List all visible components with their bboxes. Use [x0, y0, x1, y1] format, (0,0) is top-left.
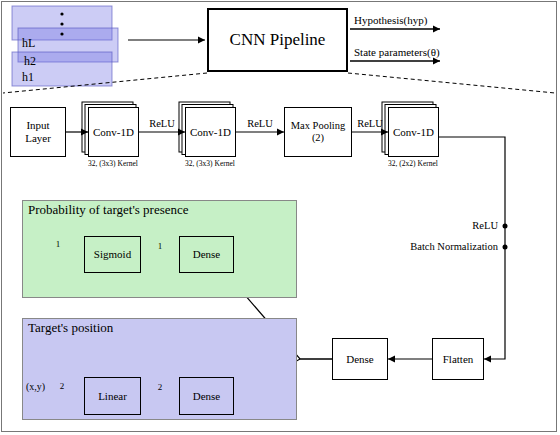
edge-label: 1: [158, 242, 163, 252]
operation-label: ReLU: [472, 220, 498, 232]
conv-layer-box: Conv-1D: [88, 107, 139, 157]
dimension-label: 2: [60, 382, 65, 392]
activation-box: Linear: [84, 377, 141, 415]
connector: [236, 131, 284, 132]
connector: [66, 131, 88, 132]
node-label: Sigmoid: [94, 248, 131, 261]
dimension-label: (x,y): [26, 381, 45, 392]
pipeline-box: CNN Pipeline: [207, 8, 348, 72]
edge-label: ReLU: [357, 118, 383, 130]
layer-box: Flatten: [432, 338, 484, 380]
output-panel: Target's positionLinear Dense: [22, 318, 297, 420]
output-label: Hypothesis(hyp): [354, 14, 427, 26]
layer-label: h1: [22, 71, 34, 84]
node-label: Input Layer: [13, 119, 63, 144]
node-label: Max Pooling (2): [287, 120, 349, 144]
layer-label: hL: [22, 37, 35, 50]
operation-label: Batch Normalization: [410, 241, 498, 253]
connector: [139, 131, 185, 132]
node-label: CNN Pipeline: [230, 30, 326, 50]
dense-box: Dense: [179, 236, 234, 273]
zoom-line: [348, 73, 555, 93]
kernel-label: 32, (2x2) Kernel: [388, 160, 438, 168]
conv-layer-box: Conv-1D: [388, 107, 439, 157]
kernel-label: 32, (3x3) Kernel: [88, 160, 138, 168]
layer-box: Max Pooling (2): [284, 107, 352, 157]
layer-box: Input Layer: [10, 107, 66, 157]
connector: [352, 131, 388, 132]
node-label: Flatten: [443, 353, 474, 366]
activation-box: Sigmoid: [84, 236, 141, 273]
input-arrow: [128, 39, 205, 40]
connector: [388, 358, 432, 359]
junction-dot: [503, 224, 508, 229]
node-label: Linear: [98, 390, 127, 403]
panel-title: Target's position: [28, 321, 113, 336]
edge-label: ReLU: [149, 118, 175, 130]
output-label: State parameters(θ): [354, 46, 440, 58]
dimension-label: 1: [56, 240, 61, 250]
edge-label: 2: [158, 383, 163, 393]
node-label: Dense: [193, 248, 221, 261]
dense-box: Dense: [332, 338, 388, 380]
outer-frame: [2, 2, 557, 432]
node-label: Conv-1D: [93, 126, 134, 139]
dense-box: Dense: [179, 377, 234, 415]
junction-dot: [503, 245, 508, 250]
layer-label: h2: [24, 55, 36, 68]
panel-title: Probability of target's presence: [28, 203, 189, 218]
output-arrow: [350, 28, 440, 30]
kernel-label: 32, (3x3) Kernel: [185, 160, 235, 168]
hidden-state-stack: [12, 6, 118, 86]
conv-layer-box: Conv-1D: [185, 107, 236, 157]
node-label: Conv-1D: [190, 126, 231, 139]
edge-label: ReLU: [247, 118, 273, 130]
output-arrow: [350, 60, 440, 62]
node-label: Dense: [193, 390, 221, 403]
node-label: Conv-1D: [393, 126, 434, 139]
node-label: Dense: [346, 353, 374, 366]
